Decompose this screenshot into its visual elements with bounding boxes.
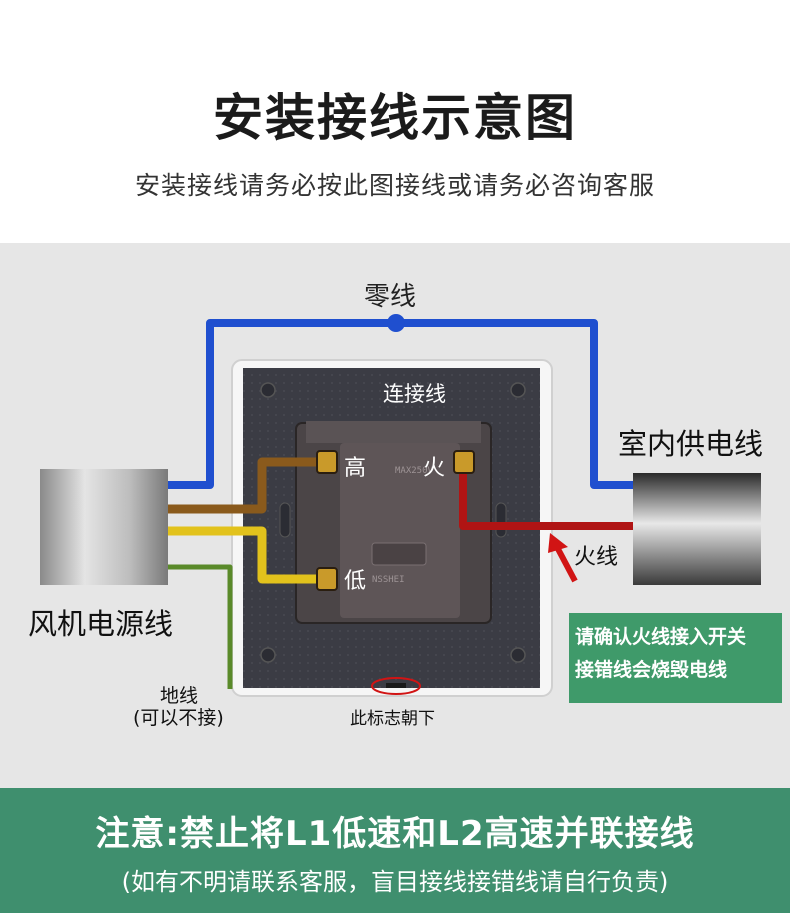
screw-hole xyxy=(510,382,526,398)
ground-optional-label: (可以不接) xyxy=(133,707,224,729)
notice-main-text: 注意:禁止将L1低速和L2高速并联接线 xyxy=(95,814,695,854)
live-wire-arrow-shaft xyxy=(554,545,578,583)
page-subtitle: 安装接线请务必按此图接线或请务必咨询客服 xyxy=(134,171,655,200)
notice-sub-text: (如有不明请联系客服，盲目接线接错线请自行负责) xyxy=(121,868,669,896)
neutral-wire-label: 零线 xyxy=(364,282,417,312)
low-terminal-label: 低 xyxy=(344,569,367,594)
module-housing xyxy=(340,443,460,618)
indoor-supply-cable-end xyxy=(633,473,761,585)
indoor-supply-label: 室内供电线 xyxy=(618,427,764,461)
module-label-plate xyxy=(371,542,427,566)
page-title: 安装接线示意图 xyxy=(213,89,577,147)
terminal-high xyxy=(316,450,338,474)
warning-line-2: 接错线会烧毁电线 xyxy=(575,659,728,681)
live-wire-label: 火线 xyxy=(574,545,619,570)
wiring-illustration: MAX250V NSSHEI xyxy=(40,314,761,697)
ground-wire-label: 地线 xyxy=(160,685,199,707)
screw-hole xyxy=(260,647,276,663)
fan-supply-label: 风机电源线 xyxy=(28,607,174,641)
high-speed-wire xyxy=(168,457,326,514)
warning-line-1: 请确认火线接入开关 xyxy=(575,626,747,648)
module-brand-text: NSSHEI xyxy=(372,575,405,585)
live-terminal-label: 火 xyxy=(423,456,446,481)
ground-wire xyxy=(168,564,233,689)
module-rating-text: MAX250V xyxy=(395,466,434,476)
terminal-low xyxy=(316,567,338,591)
mount-slot xyxy=(495,502,507,538)
high-terminal-label: 高 xyxy=(344,456,367,481)
mount-slot xyxy=(279,502,291,538)
fan-supply-cable-end xyxy=(40,469,168,585)
notice-banner: 注意:禁止将L1低速和L2高速并联接线 (如有不明请联系客服，盲目接线接错线请自… xyxy=(0,788,790,913)
neutral-junction xyxy=(387,314,405,332)
warning-box: 请确认火线接入开关 接错线会烧毁电线 xyxy=(569,613,782,703)
live-wire xyxy=(459,462,636,530)
screw-hole xyxy=(510,647,526,663)
live-wire-arrow-head xyxy=(548,533,568,553)
orientation-mark-circle xyxy=(371,677,421,695)
orientation-mark xyxy=(386,683,406,688)
wiring-diagram: MAX250V NSSHEI 零线 连接线 室内供电线 高 火 低 火线 风机电… xyxy=(0,243,790,788)
link-wire-label: 连接线 xyxy=(383,382,446,406)
orientation-mark-label: 此标志朝下 xyxy=(350,709,435,729)
screw-hole xyxy=(260,382,276,398)
low-speed-wire xyxy=(168,526,326,584)
module-top xyxy=(306,421,481,443)
terminal-live xyxy=(453,450,475,474)
